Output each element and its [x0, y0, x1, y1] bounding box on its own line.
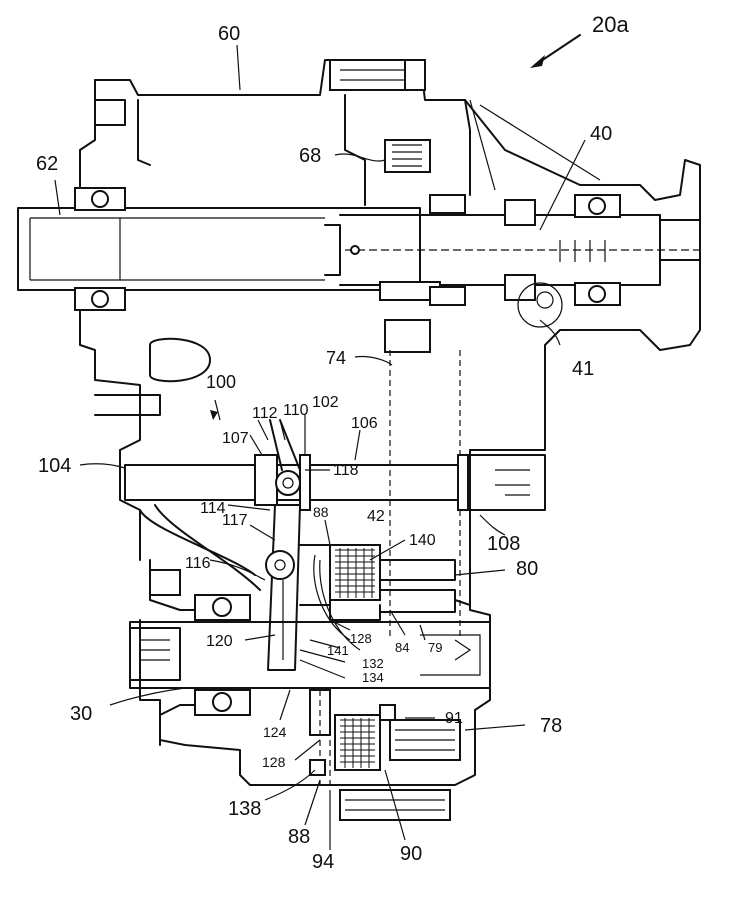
figure-label: 20a: [592, 12, 629, 37]
main-shaft-62-40: [17, 59, 701, 353]
label-120: 120: [206, 633, 233, 650]
label-116: 116: [185, 555, 211, 572]
label-30: 30: [70, 703, 92, 725]
shift-lever-114: [265, 504, 301, 671]
label-90: 90: [400, 843, 422, 865]
label-79: 79: [428, 640, 442, 655]
label-107: 107: [222, 430, 249, 447]
label-141: 141: [327, 643, 349, 658]
label-134: 134: [362, 670, 384, 685]
label-118: 118: [333, 462, 359, 479]
label-108: 108: [487, 533, 520, 555]
label-41: 41: [572, 358, 594, 380]
clutch-pack-80: [299, 544, 456, 651]
label-102: 102: [312, 394, 339, 411]
lower-clutch-90-94: [309, 689, 461, 821]
label-112: 112: [252, 405, 278, 422]
reference-labels: 20a 60 62 68 40 41 74 100 112 110 102 10…: [36, 12, 629, 873]
label-42: 42: [367, 508, 385, 525]
label-110: 110: [283, 402, 309, 419]
label-91: 91: [445, 710, 463, 727]
label-128-lower: 128: [262, 754, 286, 770]
label-88-lower: 88: [288, 826, 310, 848]
label-100: 100: [206, 372, 236, 392]
label-138: 138: [228, 798, 261, 820]
shift-rail-106: [124, 419, 546, 511]
label-140: 140: [409, 532, 436, 549]
chain-74: [389, 350, 461, 640]
label-78: 78: [540, 715, 562, 737]
label-88-upper: 88: [313, 504, 329, 520]
label-40: 40: [590, 123, 612, 145]
label-132: 132: [362, 656, 384, 671]
label-104: 104: [38, 455, 71, 477]
label-84: 84: [395, 640, 409, 655]
front-output-shaft-30: [129, 569, 491, 716]
label-94: 94: [312, 851, 334, 873]
label-124: 124: [263, 724, 287, 740]
label-74: 74: [326, 348, 346, 368]
label-128-upper: 128: [350, 631, 372, 646]
label-60: 60: [218, 23, 240, 45]
leader-lines: [54, 34, 586, 850]
label-62: 62: [36, 153, 58, 175]
label-114: 114: [200, 500, 226, 517]
label-117: 117: [222, 512, 248, 529]
label-80: 80: [516, 558, 538, 580]
label-106: 106: [351, 415, 378, 432]
label-68: 68: [299, 145, 321, 167]
